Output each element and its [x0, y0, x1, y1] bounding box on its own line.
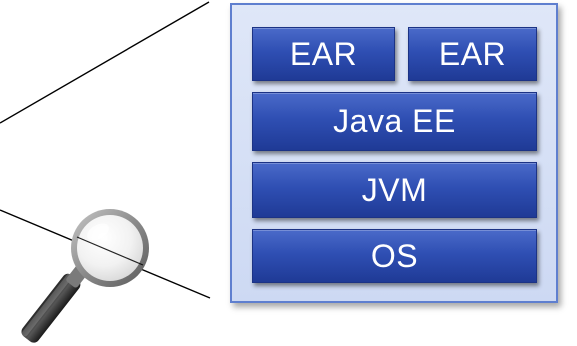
ear-right-box: EAR — [408, 27, 537, 81]
ear-left-box: EAR — [252, 27, 395, 81]
java-ee-layer: Java EE — [252, 92, 537, 151]
magnifying-glass-icon — [21, 209, 149, 343]
os-layer: OS — [252, 229, 537, 283]
server-stack-panel: EAR EAR Java EE JVM OS — [230, 3, 558, 303]
jvm-layer: JVM — [252, 162, 537, 218]
zoom-line-top — [0, 1, 210, 124]
